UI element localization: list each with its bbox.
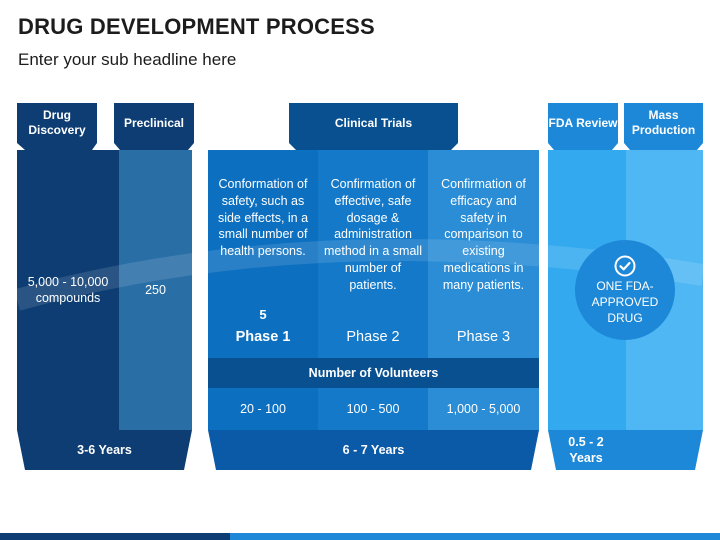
clinical-duration: 6 - 7 Years — [342, 443, 405, 457]
fda-footer-shape — [548, 430, 703, 470]
check-circle-icon — [614, 255, 636, 277]
phase2-description: Confirmation of effective, safe dosage &… — [324, 177, 422, 292]
phase1-volunteer-count: 5 — [259, 306, 267, 322]
clinical-tab-shape — [289, 103, 458, 150]
phase2-volunteers-bg — [318, 388, 428, 430]
phase3-column-bg — [428, 150, 539, 358]
tab-clinical-trials: Clinical Trials — [334, 115, 413, 130]
discovery-compounds: 5,000 - 10,000 compounds — [27, 275, 109, 305]
bottom-accent-bar-dark — [0, 533, 230, 540]
phase1-column-bg — [208, 150, 318, 358]
phase3-volunteers-bg — [428, 388, 539, 430]
discovery-tab-step — [45, 143, 70, 150]
preclinical-column-bg — [119, 150, 192, 430]
clinical-footer-shape — [208, 430, 539, 470]
discovery-footer-shape — [17, 430, 192, 470]
phase3-description: Confirmation of efficacy and safety in c… — [441, 177, 526, 292]
phase3-label: Phase 3 — [456, 329, 511, 345]
volunteers-header-bg — [208, 358, 539, 388]
approved-drug-badge: ONE FDA-APPROVED DRUG — [575, 240, 675, 340]
fda-duration: 0.5 - 2 Years — [568, 435, 604, 465]
tab-mass-production: Mass Production — [631, 108, 696, 137]
phase1-description: Conformation of safety, such as side eff… — [217, 177, 309, 259]
volunteers-header: Number of Volunteers — [308, 366, 439, 380]
phase2-volunteers: 100 - 500 — [346, 402, 400, 416]
discovery-duration: 3-6 Years — [77, 443, 132, 457]
phase1-volunteers: 20 - 100 — [240, 402, 286, 416]
fda-tab-shape — [548, 103, 618, 150]
bottom-accent-bar-light — [230, 533, 720, 540]
discovery-tab-shape — [17, 103, 97, 150]
tab-preclinical: Preclinical — [123, 115, 185, 130]
phase2-label: Phase 2 — [346, 329, 400, 345]
discovery-column-bg — [17, 150, 119, 430]
phase2-column-bg — [318, 150, 428, 358]
page-subtitle: Enter your sub headline here — [18, 50, 237, 69]
tab-drug-discovery: Drug Discovery — [28, 108, 86, 137]
preclinical-tab-shape — [114, 103, 194, 150]
phase1-volunteers-bg — [208, 388, 318, 430]
mass-tab-shape — [624, 103, 703, 150]
phase3-volunteers: 1,000 - 5,000 — [446, 402, 521, 416]
preclinical-compounds: 250 — [145, 283, 166, 297]
tab-fda-review: FDA Review — [548, 115, 618, 130]
page-title: DRUG DEVELOPMENT PROCESS — [18, 14, 375, 39]
approved-drug-text: ONE FDA-APPROVED DRUG — [591, 279, 659, 325]
phase1-label: Phase 1 — [235, 329, 291, 345]
